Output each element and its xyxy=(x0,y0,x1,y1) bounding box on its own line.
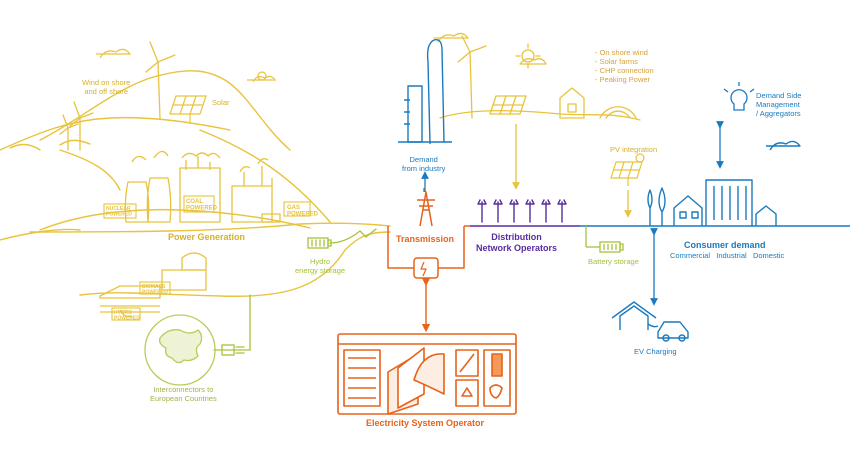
distribution-title: Distribution Network Operators xyxy=(476,232,558,253)
europe-globe-icon xyxy=(144,314,216,386)
wind-turbine-icon xyxy=(59,41,176,151)
interconnectors-label: Interconnectors to European Countries xyxy=(150,385,217,403)
local-generation-list: - On shore wind - Solar farms - CHP conn… xyxy=(595,48,654,84)
demand-side-label: Demand Side Management / Aggregators xyxy=(756,91,802,118)
industry-demand-label: Demand from industry xyxy=(402,155,446,173)
consumer-demand-title: Consumer demand xyxy=(684,240,766,250)
power-generation-title: Power Generation xyxy=(168,232,246,242)
local-generation xyxy=(433,32,641,121)
wind-label: Wind on shore and off shore xyxy=(82,78,131,96)
ev-charging-icon xyxy=(611,301,689,342)
ev-charging-label: EV Charging xyxy=(634,347,677,356)
storage-links xyxy=(213,228,377,356)
battery-storage-label: Battery storage xyxy=(588,257,639,266)
solar-label: Solar xyxy=(212,98,230,107)
power-plants xyxy=(99,150,281,318)
hydro-storage-label: Hydro energy storage xyxy=(295,257,346,275)
industry-plant-icon xyxy=(398,39,452,145)
pv-integration-label: PV integration xyxy=(610,145,658,154)
list-item: - On shore wind xyxy=(595,48,648,57)
transmission-box xyxy=(387,188,470,279)
distribution-poles xyxy=(477,199,567,223)
system-operator-dashboard xyxy=(337,333,517,415)
solar-panel-icon xyxy=(169,95,207,122)
system-operator-title: Electricity System Operator xyxy=(366,418,485,428)
list-item: - Solar farms xyxy=(595,57,638,66)
pv-panel-icon xyxy=(610,153,645,186)
consumer-demand-subtitle: Commercial Industrial Domestic xyxy=(670,251,785,260)
consumer-buildings-icon xyxy=(647,140,801,226)
lightbulb-icon xyxy=(723,82,755,111)
transmission-title: Transmission xyxy=(396,234,455,244)
list-item: - CHP connection xyxy=(595,66,654,75)
power-signs xyxy=(103,195,311,321)
battery-storage-icon xyxy=(585,226,624,253)
pylon-icon xyxy=(417,188,435,227)
cloud-icon xyxy=(96,48,277,83)
list-item: - Peaking Power xyxy=(595,75,651,84)
